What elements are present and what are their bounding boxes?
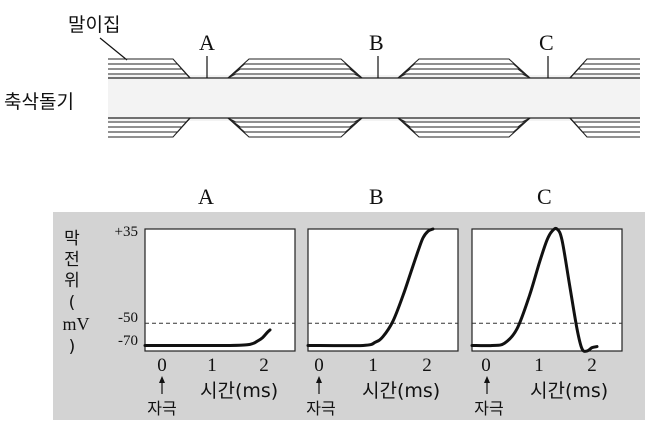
stimulus-label: 자극 — [306, 399, 335, 418]
x-tick-2: 2 — [422, 355, 432, 376]
x-axis-label: 시간(ms) — [362, 380, 440, 402]
ylabel-unit: mV — [63, 314, 90, 334]
myelin-leader-line — [100, 38, 127, 60]
x-axis-label: 시간(ms) — [530, 380, 608, 402]
x-tick-0: 0 — [157, 355, 167, 376]
point-label-a: A — [199, 30, 215, 55]
axon-diagram: 말이집 축삭돌기 A B C — [4, 14, 640, 137]
panel-title-a: A — [198, 184, 214, 209]
axon-label: 축삭돌기 — [4, 91, 74, 113]
plot-frame-c — [472, 229, 622, 351]
x-tick-1: 1 — [368, 355, 378, 376]
ylabel-char-3: 위 — [64, 271, 80, 291]
plot-frame-a — [145, 229, 295, 351]
y-tick-plus35: +35 — [115, 224, 138, 240]
panel-title-c: C — [537, 184, 552, 209]
x-tick-2: 2 — [587, 355, 597, 376]
ylabel-char-2: 전 — [64, 250, 80, 270]
point-label-c: C — [539, 30, 554, 55]
stimulus-label: 자극 — [147, 399, 176, 418]
y-tick-minus50: -50 — [118, 310, 138, 326]
x-axis-label: 시간(ms) — [200, 380, 278, 402]
y-tick-minus70: -70 — [118, 333, 138, 349]
ylabel-char-4: ( — [69, 293, 76, 313]
x-tick-1: 1 — [534, 355, 544, 376]
x-tick-1: 1 — [207, 355, 217, 376]
myelin-label: 말이집 — [68, 14, 120, 36]
plots — [145, 228, 622, 351]
ylabel-char-6: ) — [69, 337, 76, 357]
x-tick-0: 0 — [481, 355, 491, 376]
point-label-b: B — [369, 30, 384, 55]
axon-core — [108, 75, 640, 121]
x-tick-0: 0 — [314, 355, 324, 376]
stimulus-label: 자극 — [474, 399, 503, 418]
plot-frame-b — [308, 229, 458, 351]
x-tick-2: 2 — [259, 355, 269, 376]
ylabel-char-1: 막 — [64, 229, 80, 249]
panel-title-b: B — [369, 184, 384, 209]
